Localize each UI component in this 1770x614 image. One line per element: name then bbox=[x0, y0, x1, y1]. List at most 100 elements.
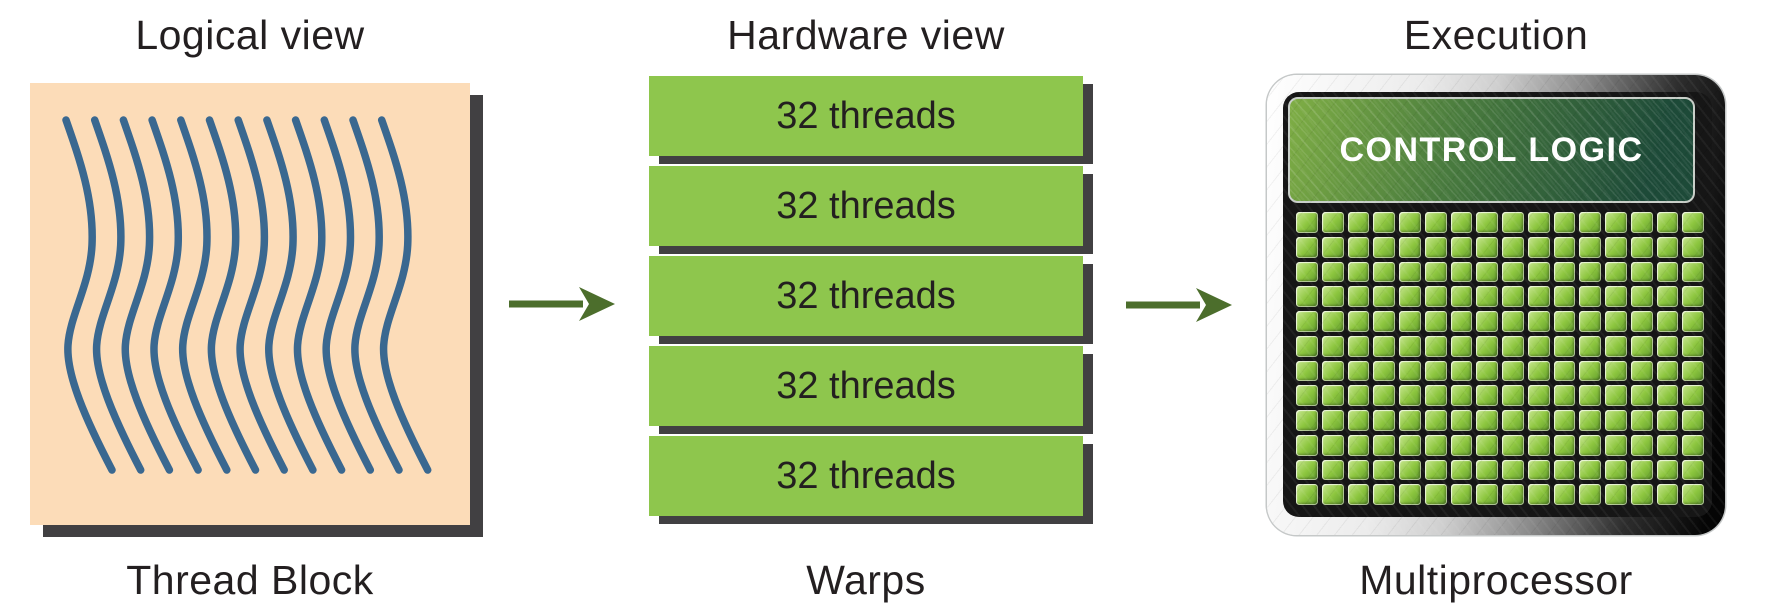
core-cell bbox=[1476, 434, 1498, 456]
core-cell bbox=[1682, 459, 1704, 481]
core-cell bbox=[1399, 360, 1421, 382]
core-cell bbox=[1579, 236, 1601, 258]
core-cell bbox=[1553, 212, 1576, 233]
core-cell bbox=[1450, 212, 1473, 233]
core-cell bbox=[1373, 434, 1395, 456]
core-cell bbox=[1579, 335, 1601, 357]
core-cell bbox=[1296, 236, 1318, 258]
core-cell bbox=[1605, 335, 1627, 357]
core-cell bbox=[1373, 360, 1395, 382]
core-cell bbox=[1553, 434, 1576, 456]
core-cell bbox=[1321, 434, 1344, 456]
core-cell bbox=[1527, 484, 1550, 505]
core-cell bbox=[1605, 360, 1627, 382]
core-cell bbox=[1502, 236, 1524, 258]
core-cell bbox=[1450, 311, 1473, 332]
core-cell bbox=[1605, 484, 1627, 505]
core-cell bbox=[1502, 311, 1524, 332]
core-cell bbox=[1579, 360, 1601, 382]
core-cell bbox=[1502, 410, 1524, 431]
core-cell bbox=[1296, 484, 1318, 505]
warp-bar-label: 32 threads bbox=[776, 95, 956, 137]
warp-bar: 32 threads bbox=[649, 346, 1083, 426]
core-cell bbox=[1656, 459, 1679, 481]
core-cell bbox=[1399, 212, 1421, 233]
core-cell bbox=[1476, 212, 1498, 233]
core-cell bbox=[1605, 385, 1627, 406]
core-cell bbox=[1527, 459, 1550, 481]
warp-bar-label: 32 threads bbox=[776, 275, 956, 317]
core-grid bbox=[1296, 212, 1704, 505]
core-cell bbox=[1476, 236, 1498, 258]
core-cell bbox=[1476, 311, 1498, 332]
core-cell bbox=[1347, 410, 1370, 431]
core-cell bbox=[1347, 434, 1370, 456]
core-cell bbox=[1527, 311, 1550, 332]
core-cell bbox=[1682, 335, 1704, 357]
core-cell bbox=[1450, 434, 1473, 456]
core-cell bbox=[1373, 261, 1395, 283]
core-cell bbox=[1373, 212, 1395, 233]
core-cell bbox=[1656, 286, 1679, 307]
core-cell bbox=[1296, 335, 1318, 357]
chip-core-panel: CONTROL LOGIC bbox=[1283, 92, 1712, 517]
logical-view-title: Logical view bbox=[135, 12, 365, 58]
core-cell bbox=[1424, 335, 1447, 357]
core-cell bbox=[1656, 385, 1679, 406]
core-cell bbox=[1424, 459, 1447, 481]
warp-bar-label: 32 threads bbox=[776, 185, 956, 227]
warp-bar: 32 threads bbox=[649, 256, 1083, 336]
core-cell bbox=[1682, 286, 1704, 307]
thread-line bbox=[62, 116, 116, 474]
core-cell bbox=[1347, 236, 1370, 258]
core-cell bbox=[1579, 286, 1601, 307]
core-cell bbox=[1296, 261, 1318, 283]
core-cell bbox=[1373, 311, 1395, 332]
core-cell bbox=[1373, 236, 1395, 258]
core-cell bbox=[1605, 212, 1627, 233]
core-cell bbox=[1321, 236, 1344, 258]
core-cell bbox=[1682, 410, 1704, 431]
core-cell bbox=[1399, 311, 1421, 332]
thread-block-box bbox=[30, 83, 470, 525]
core-cell bbox=[1476, 360, 1498, 382]
core-cell bbox=[1424, 410, 1447, 431]
core-cell bbox=[1450, 484, 1473, 505]
core-cell bbox=[1630, 410, 1653, 431]
multiprocessor-chip: CONTROL LOGIC bbox=[1267, 75, 1725, 535]
thread-line bbox=[234, 116, 288, 474]
core-cell bbox=[1296, 410, 1318, 431]
core-cell bbox=[1450, 385, 1473, 406]
core-cell bbox=[1502, 484, 1524, 505]
core-cell bbox=[1656, 360, 1679, 382]
core-cell bbox=[1347, 261, 1370, 283]
core-cell bbox=[1373, 385, 1395, 406]
core-cell bbox=[1527, 236, 1550, 258]
warp-bar-label: 32 threads bbox=[776, 365, 956, 407]
core-cell bbox=[1296, 385, 1318, 406]
core-cell bbox=[1682, 484, 1704, 505]
core-cell bbox=[1502, 261, 1524, 283]
core-cell bbox=[1682, 360, 1704, 382]
core-cell bbox=[1424, 385, 1447, 406]
core-cell bbox=[1553, 459, 1576, 481]
core-cell bbox=[1502, 286, 1524, 307]
core-cell bbox=[1399, 236, 1421, 258]
core-cell bbox=[1630, 434, 1653, 456]
core-cell bbox=[1527, 360, 1550, 382]
core-cell bbox=[1321, 410, 1344, 431]
core-cell bbox=[1424, 360, 1447, 382]
core-cell bbox=[1321, 335, 1344, 357]
core-cell bbox=[1476, 459, 1498, 481]
core-cell bbox=[1656, 335, 1679, 357]
core-cell bbox=[1553, 385, 1576, 406]
core-cell bbox=[1373, 286, 1395, 307]
core-cell bbox=[1502, 360, 1524, 382]
core-cell bbox=[1502, 385, 1524, 406]
core-cell bbox=[1682, 311, 1704, 332]
core-cell bbox=[1527, 410, 1550, 431]
core-cell bbox=[1682, 385, 1704, 406]
core-cell bbox=[1347, 286, 1370, 307]
core-cell bbox=[1424, 236, 1447, 258]
core-cell bbox=[1502, 335, 1524, 357]
